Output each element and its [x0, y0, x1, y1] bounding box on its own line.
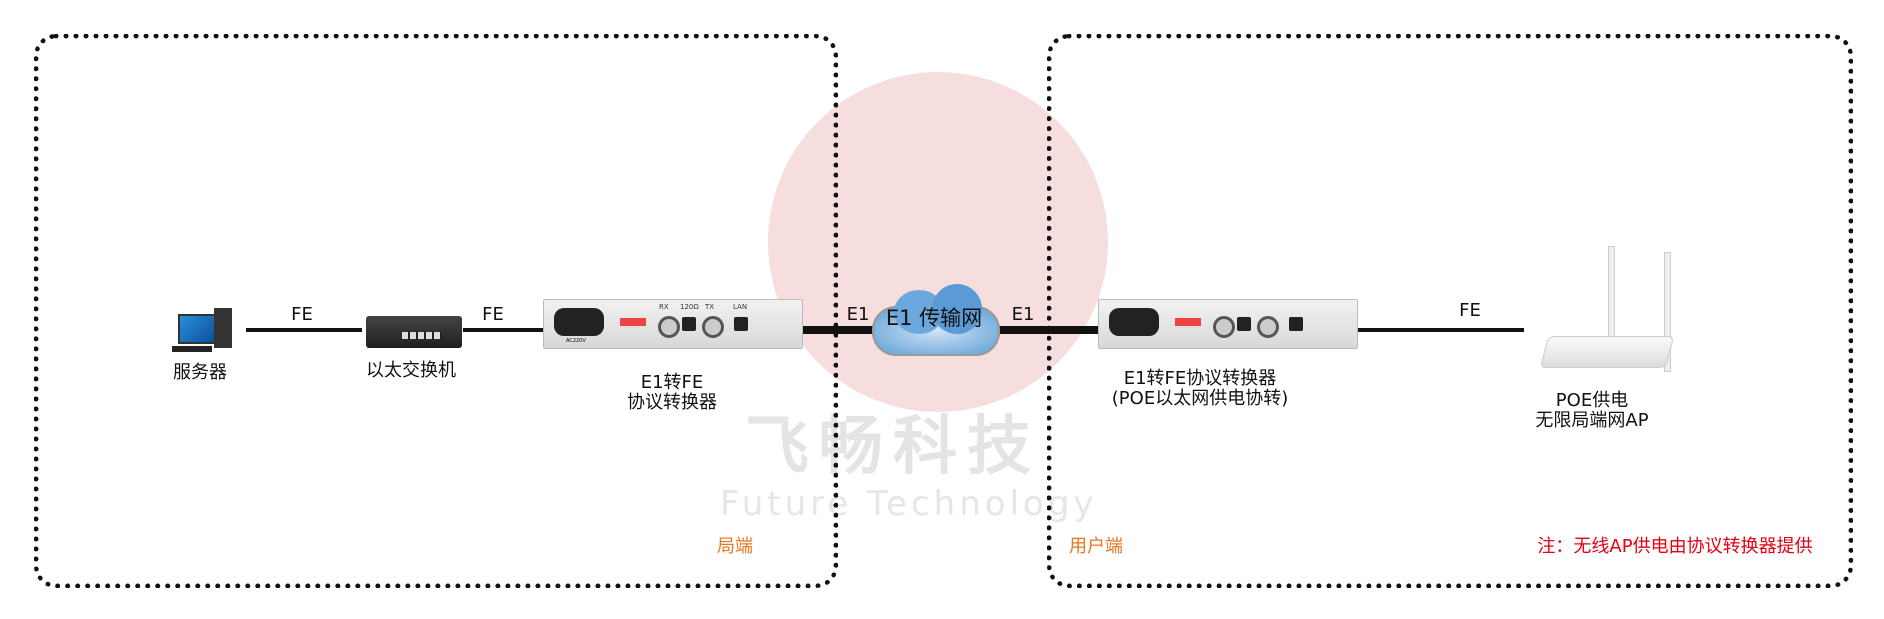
ohm-label: 120Ω: [680, 303, 699, 311]
rj45-port-icon: [682, 317, 696, 331]
lan-port-icon: [734, 317, 748, 331]
local-zone-box: [34, 34, 838, 588]
converter-icon: [1098, 299, 1358, 349]
converter-user-label-1: E1转FE协议转换器: [1123, 368, 1277, 389]
link-label: FE: [482, 304, 504, 325]
rj45-port-icon: [1237, 317, 1251, 331]
ap-label-2: 无限局端网AP: [1535, 410, 1649, 431]
link-cloud-converter: [990, 326, 1100, 334]
rx-label: RX: [659, 303, 669, 311]
user-zone-box: [1047, 34, 1853, 588]
ap-label-1: POE供电: [1555, 390, 1629, 411]
converter-local-label-1: E1转FE: [640, 372, 704, 393]
bnc-rx-icon: [658, 316, 680, 338]
power-socket-icon: [554, 308, 604, 336]
converter-icon: AC220V RX 120Ω TX LAN: [543, 299, 803, 349]
switch-label: 以太交换机: [366, 360, 456, 381]
converter-local-label-2: 协议转换器: [627, 392, 717, 413]
power-socket-icon: [1109, 308, 1159, 336]
link-server-switch: [246, 328, 362, 332]
link-label: FE: [1459, 300, 1481, 321]
watermark-brand-en: Future Technology: [720, 484, 1098, 524]
link-label: E1: [1011, 304, 1035, 325]
zone-label-user: 用户端: [1069, 536, 1123, 557]
switch-icon: [366, 316, 462, 348]
cloud-label: E1 传输网: [885, 306, 983, 330]
converter-user-label-2: (POE以太网供电协转): [1111, 388, 1289, 409]
link-label: E1: [846, 304, 870, 325]
computer-icon: [170, 308, 236, 356]
tx-label: TX: [705, 303, 715, 311]
lan-label: LAN: [733, 303, 748, 311]
dip-switch-icon: [620, 318, 646, 326]
bnc-tx-icon: [1257, 316, 1279, 338]
power-label: AC220V: [566, 338, 586, 344]
lan-port-icon: [1289, 317, 1303, 331]
bnc-tx-icon: [702, 316, 724, 338]
bnc-rx-icon: [1213, 316, 1235, 338]
server-label: 服务器: [173, 362, 227, 383]
note-text: 注：无线AP供电由协议转换器提供: [1537, 536, 1813, 557]
link-converter-ap: [1356, 328, 1524, 332]
watermark-brand-cn: 飞畅科技: [745, 409, 1041, 484]
link-label: FE: [291, 304, 313, 325]
zone-label-local: 局端: [717, 536, 753, 557]
wireless-router-icon: [1524, 246, 1684, 372]
link-switch-converter: [463, 328, 545, 332]
link-converter-cloud: [800, 326, 880, 334]
cloud-icon: [872, 284, 1000, 362]
dip-switch-icon: [1175, 318, 1201, 326]
